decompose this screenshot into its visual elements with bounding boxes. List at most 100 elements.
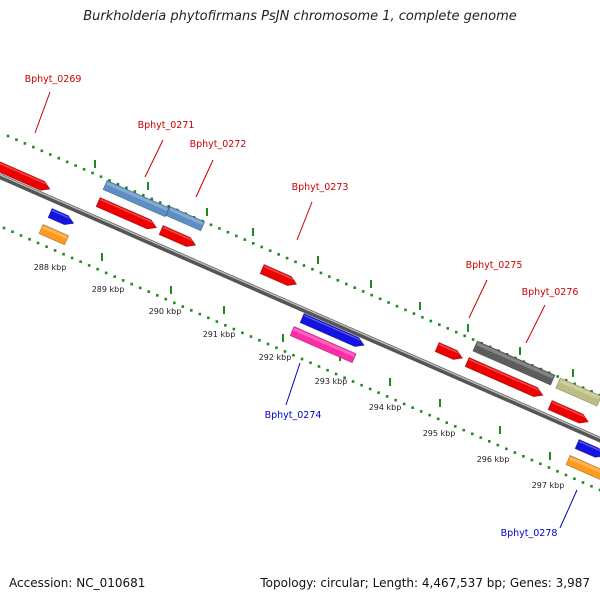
ruler-dot — [130, 282, 134, 286]
ruler-dot — [108, 179, 111, 182]
ruler-dot — [556, 375, 560, 378]
genome-summary-text: Topology: circular; Length: 4,467,537 bp… — [260, 576, 590, 590]
ruler-dot — [241, 331, 244, 335]
label-leader-line — [144, 139, 164, 178]
ruler-dot — [48, 153, 52, 156]
reverse-ruler-dots — [2, 226, 600, 492]
ruler-dot — [275, 346, 278, 350]
gene-feature-bphyt-0271-cds[interactable] — [95, 197, 159, 232]
gene-feature-next-cds[interactable] — [547, 400, 590, 426]
ruler-dot — [404, 308, 407, 312]
ruler-dot — [224, 324, 227, 327]
ruler-dot — [564, 473, 568, 477]
ruler-dot — [155, 294, 159, 297]
gene-feature-bphyt-0272-cds[interactable] — [158, 225, 198, 249]
ruler-dot — [496, 443, 500, 447]
ruler-dot — [581, 481, 585, 484]
ruler-dot — [377, 391, 380, 394]
ruler-dot — [385, 395, 389, 398]
label-leader-line — [285, 362, 301, 406]
label-leader-line — [559, 489, 578, 529]
gene-feature-bphyt-0275[interactable] — [472, 340, 556, 386]
ruler-dot — [45, 245, 48, 249]
gene-feature-bphyt-0276[interactable] — [555, 377, 600, 407]
gene-feature-bphyt-0278[interactable] — [574, 439, 600, 460]
gene-label-bphyt-0271[interactable]: Bphyt_0271 — [138, 120, 195, 131]
ruler-dot — [573, 477, 576, 481]
ruler-dot — [158, 201, 162, 204]
ruler-dot — [309, 361, 312, 365]
ruler-dot — [251, 242, 255, 245]
ruler-dot — [479, 436, 483, 439]
ruler-dot — [522, 455, 525, 458]
ruler-dot — [40, 149, 44, 153]
ruler-dot — [343, 376, 346, 380]
ruler-dot — [360, 383, 363, 387]
gene-feature-bphyt-0278-mrna[interactable] — [565, 455, 600, 482]
gene-label-bphyt-0278[interactable]: Bphyt_0278 — [501, 528, 558, 539]
ruler-dot — [436, 417, 440, 421]
ruler-dot — [6, 134, 10, 138]
ruler-dot — [2, 226, 6, 230]
gene-feature-bphyt-0276-cds[interactable] — [464, 357, 545, 400]
ruler-dot — [142, 193, 145, 197]
ruler-dot — [258, 338, 261, 342]
ruler-dot — [198, 312, 202, 316]
ruler-dot — [402, 402, 406, 406]
ruler-dot — [99, 175, 103, 178]
gene-feature-reverse-small[interactable] — [47, 208, 76, 228]
gene-feature-bphyt-0269[interactable] — [0, 156, 52, 193]
scale-tick-label: 294 kbp — [369, 403, 402, 412]
ruler-dot — [19, 234, 23, 237]
label-leader-line — [34, 91, 51, 134]
gene-label-bphyt-0273[interactable]: Bphyt_0273 — [292, 182, 349, 193]
ruler-dot — [96, 267, 99, 271]
ruler-dot — [32, 145, 35, 149]
ruler-dot — [70, 256, 74, 260]
scale-tick-label: 288 kbp — [34, 263, 67, 272]
scale-tick-label: 293 kbp — [315, 377, 348, 386]
scale-tick-label: 289 kbp — [92, 285, 125, 294]
ruler-dot — [311, 267, 314, 271]
ruler-dot — [302, 264, 306, 267]
ruler-dot — [300, 357, 304, 361]
ruler-dot — [470, 432, 474, 436]
label-leader-line — [525, 304, 546, 344]
gene-label-bphyt-0276[interactable]: Bphyt_0276 — [522, 287, 579, 298]
ruler-dot — [598, 488, 600, 492]
ruler-dot — [285, 256, 289, 260]
gene-feature-reverse-small-mrna[interactable] — [38, 224, 70, 246]
ruler-dot — [505, 447, 508, 451]
gene-feature-bphyt-0273[interactable] — [259, 264, 299, 288]
gene-feature-bphyt-0275-cds[interactable] — [434, 342, 465, 362]
ruler-dot — [15, 138, 18, 141]
ruler-dot — [454, 330, 458, 334]
label-leader-line — [296, 201, 313, 241]
gene-feature-bphyt-0271[interactable] — [102, 180, 170, 218]
ruler-dot — [453, 425, 457, 428]
ruler-dot — [11, 230, 14, 234]
ruler-dot — [125, 186, 128, 190]
gene-label-bphyt-0272[interactable]: Bphyt_0272 — [190, 139, 247, 150]
gene-feature-bphyt-0274-mrna[interactable] — [289, 326, 357, 364]
gene-label-bphyt-0274[interactable]: Bphyt_0274 — [265, 410, 322, 421]
ruler-dot — [530, 458, 534, 462]
ruler-dot — [91, 171, 94, 175]
gene-label-bphyt-0269[interactable]: Bphyt_0269 — [25, 74, 82, 85]
ruler-dot — [294, 260, 297, 264]
scale-tick-label: 295 kbp — [423, 429, 456, 438]
gene-label-bphyt-0275[interactable]: Bphyt_0275 — [466, 260, 523, 271]
ruler-dot — [394, 398, 397, 402]
ruler-dot — [215, 320, 219, 323]
ruler-dot — [268, 249, 272, 252]
ruler-dot — [462, 428, 466, 432]
ruler-dot — [573, 382, 576, 386]
ruler-dot — [590, 390, 593, 393]
ruler-dot — [317, 365, 321, 368]
ruler-dot — [121, 279, 125, 282]
ruler-dot — [539, 462, 542, 466]
ruler-dot — [411, 406, 414, 409]
gene-feature-bphyt-0272[interactable] — [165, 206, 206, 232]
gene-feature-bphyt-0274[interactable] — [299, 313, 366, 349]
